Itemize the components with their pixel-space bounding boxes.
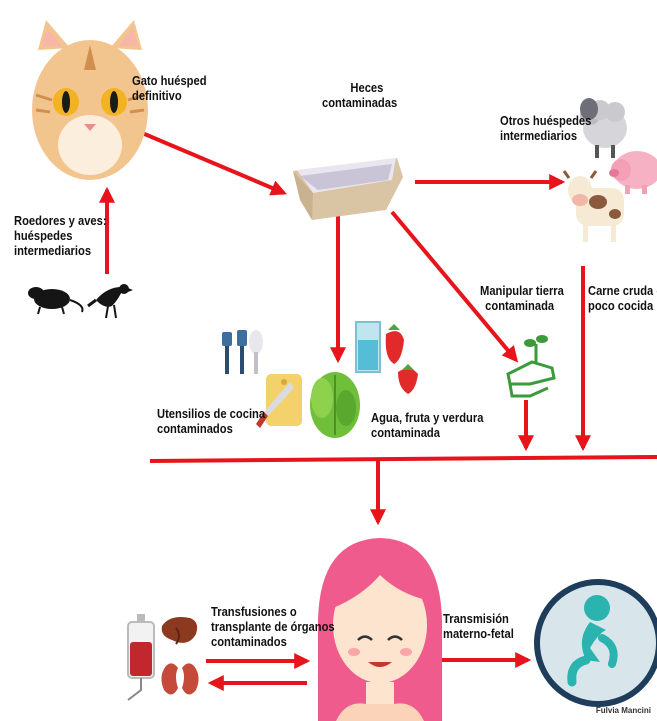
water-glass-icon xyxy=(356,322,380,372)
liver-icon xyxy=(162,617,197,644)
bird-icon xyxy=(88,284,133,318)
cat-icon xyxy=(32,20,148,180)
woman-icon xyxy=(318,538,442,721)
credit-text: Fulvia Mancini xyxy=(596,706,651,715)
collector-line xyxy=(150,457,657,461)
cow-icon xyxy=(564,171,624,242)
arrow-cat-to-feces xyxy=(128,127,284,193)
lettuce-icon xyxy=(310,372,360,438)
fetus-icon xyxy=(537,582,657,704)
pig-icon xyxy=(609,151,657,194)
strawberry-icon xyxy=(386,324,418,394)
blood-bag-icon xyxy=(128,614,154,700)
rat-icon xyxy=(28,287,83,314)
kidney-icon xyxy=(161,663,198,694)
kitchen-utensils-icon xyxy=(222,330,263,374)
litter-box-icon xyxy=(293,158,403,220)
hand-plant-icon xyxy=(508,335,554,396)
